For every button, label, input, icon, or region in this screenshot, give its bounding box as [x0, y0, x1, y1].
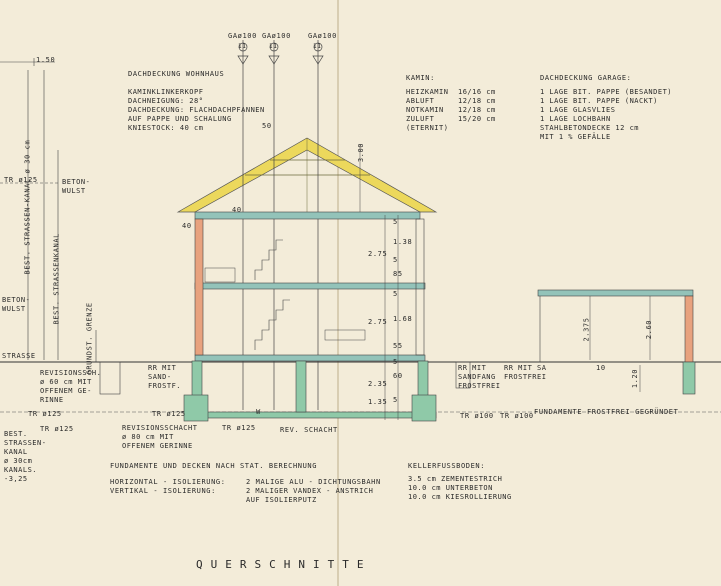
dim-r-6: 1.68 [393, 315, 413, 323]
garage-dim-1: 2.60 [645, 319, 654, 340]
tr-low-label: TR ø125 [40, 425, 74, 433]
rr-garage-label: RR MIT SA FROSTFREI [504, 364, 547, 381]
dim-r-9: 5 [393, 358, 398, 366]
garage-dim-3: 10 [596, 364, 606, 372]
beton-wulst-top: BETON- WULST [62, 178, 91, 195]
grundst-grenze-label: GRUNDST. GRENZE [85, 302, 94, 375]
kellerfussboden-heading: KELLERFUSSBODEN: [408, 462, 486, 470]
rr-right-label: RR MIT SANDFANG FROSTFREI [458, 364, 501, 390]
dim-top-label: 1.50 [36, 56, 56, 64]
dim-r-3: 2.75 [368, 250, 388, 258]
garage-wall-right [684, 295, 694, 363]
tr-100b: TR ø100 [500, 412, 534, 420]
beton-wulst-left: BETON- WULST [2, 296, 31, 313]
dim-r-11: 2.35 [368, 380, 388, 388]
dachdeckung-garage-lines: 1 LAGE BIT. PAPPE (BESANDET) 1 LAGE BIT.… [540, 88, 673, 141]
wall-right-upper [415, 218, 425, 356]
slab-attic [194, 211, 421, 220]
kanal-left-label: BEST. STRASSEN-KANAL ø 30 cm [23, 139, 32, 275]
kamin-heading: KAMIN: [406, 74, 435, 82]
best-kanal-label: BEST. STRASSEN- KANAL ø 30cm KANALS. -3,… [4, 430, 47, 483]
kamin-sizes: 16/16 cm 12/18 cm 12/18 cm 15/20 cm [458, 88, 496, 123]
tr-125-b: TR ø125 [222, 424, 256, 432]
slab-upper [194, 282, 426, 290]
stairs-upper [254, 239, 283, 280]
garage-slab [537, 289, 694, 297]
vent-mark-3: 11 [313, 43, 322, 50]
vent-label-1: GAø100 [228, 32, 257, 40]
rev-schacht-label: REV. SCHACHT [280, 426, 338, 434]
dim-40a: 40 [232, 206, 242, 214]
dim-r-0: 5 [393, 218, 398, 226]
dim-r-5: 5 [393, 290, 398, 298]
wall-mid-basement [295, 360, 307, 413]
dim-r-13: 5 [393, 396, 398, 404]
dim-300: 3.00 [357, 142, 366, 163]
vent-mark-1: 11 [238, 43, 247, 50]
note-vertikal-label: VERTIKAL - ISOLIERUNG: [110, 487, 216, 495]
note-vertikal-value: 2 MALIGER VANDEX - ANSTRICH AUF ISOLIERP… [246, 487, 374, 504]
tr-top-label: TR ø125 [4, 176, 38, 184]
kellerfussboden-lines: 3.5 cm ZEMENTESTRICH 10.0 cm UNTERBETON … [408, 475, 512, 501]
dim-40b: 40 [182, 222, 192, 230]
kamin-names: HEIZKAMIN ABLUFT NOTKAMIN ZULUFT (ETERNI… [406, 88, 449, 132]
strasse-label: STRASSE [2, 352, 36, 360]
dim-r-1: 1.38 [393, 238, 413, 246]
wall-left-upper [194, 218, 204, 356]
tr-125-a: TR ø125 [152, 410, 186, 418]
footing-right [411, 394, 437, 422]
fundamente-garage-label: FUNDAMENTE FROSTFREI GEGRÜNDET [534, 408, 679, 416]
dim-r-2: 5 [393, 256, 398, 264]
garage-footing [682, 361, 696, 395]
stairs-lower [254, 299, 290, 350]
note-horizontal-label: HORIZONTAL - ISOLIERUNG: [110, 478, 226, 486]
note-fundamente: FUNDAMENTE UND DECKEN NACH STAT. BERECHN… [110, 462, 318, 470]
dim-r-12: 1.35 [368, 398, 388, 406]
note-horizontal-value: 2 MALIGE ALU - DICHTUNGSBAHN [246, 478, 381, 486]
revisionsschacht-left [99, 361, 121, 395]
slab-ground [194, 354, 426, 362]
w-mark: W [256, 408, 261, 416]
garage-dim-0: 2.375 [582, 317, 591, 342]
sheet-title: QUERSCHNITTE [196, 558, 372, 571]
dachdeckung-wohnhaus-lines: KAMINKLINKERKOPF DACHNEIGUNG: 28° DACHDE… [128, 88, 265, 132]
dachdeckung-wohnhaus-heading: DACHDECKUNG WOHNHAUS [128, 70, 225, 78]
garage-dim-2: 1.20 [631, 368, 640, 389]
dim-50: 50 [262, 122, 272, 130]
kanal-right-label: BEST. STRASSENKANAL [52, 233, 61, 325]
dim-r-4: 85 [393, 270, 403, 278]
vent-label-2: GAø100 [262, 32, 291, 40]
dachdeckung-garage-heading: DACHDECKUNG GARAGE: [540, 74, 632, 82]
rr-left-label: RR MIT SAND- FROSTF. [148, 364, 182, 390]
dim-r-8: 55 [393, 342, 403, 350]
dim-r-10: 60 [393, 372, 403, 380]
vent-label-3: GAø100 [308, 32, 337, 40]
revisionsschacht-label: REVISIONSSCHACHT ø 80 cm MIT OFFENEM GER… [122, 424, 198, 450]
revisionssch-label: REVISIONSSCH. ø 60 cm MIT OFFENEM GE- RI… [40, 369, 102, 404]
tr-100a: TR ø100 [460, 412, 494, 420]
footing-left [183, 394, 209, 422]
dim-r-7: 2.75 [368, 318, 388, 326]
slab-basement [187, 411, 437, 419]
tr-mid-label: TR ø125 [28, 410, 62, 418]
vent-mark-2: 11 [269, 43, 278, 50]
